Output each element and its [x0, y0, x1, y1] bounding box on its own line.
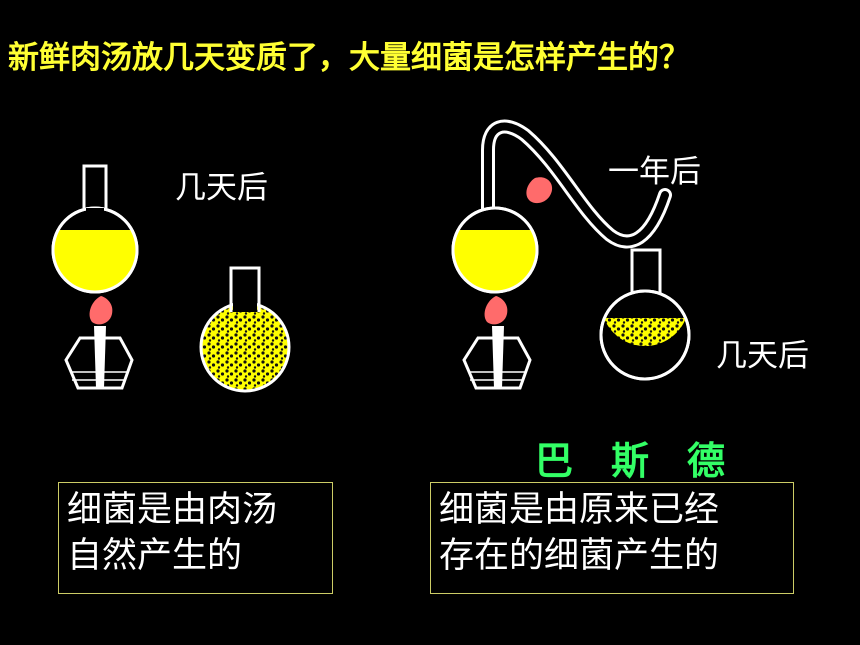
conclusion-box-left: 细菌是由肉汤 自然产生的	[58, 482, 333, 594]
label-several-days-right: 几天后	[716, 338, 809, 374]
left-alcohol-lamp	[64, 296, 134, 390]
right-alcohol-lamp	[462, 296, 532, 390]
conclusion-box-right: 细菌是由原来已经 存在的细菌产生的	[430, 482, 794, 594]
left-result-flask	[199, 266, 291, 393]
left-boiled-flask	[51, 164, 139, 294]
label-several-days-left: 几天后	[175, 170, 268, 206]
conclusion-left-line2: 自然产生的	[67, 536, 243, 576]
right-result-flask	[599, 248, 691, 381]
label-one-year: 一年后	[608, 154, 701, 190]
swan-neck-flask	[451, 119, 672, 294]
page-title: 新鲜肉汤放几天变质了，大量细菌是怎样产生的？	[8, 40, 690, 76]
conclusion-right-line2: 存在的细菌产生的	[439, 536, 720, 576]
conclusion-left-line1: 细菌是由肉汤	[67, 490, 278, 530]
scientist-name: 巴 斯 德	[535, 439, 726, 483]
conclusion-right-line1: 细菌是由原来已经	[439, 490, 720, 530]
